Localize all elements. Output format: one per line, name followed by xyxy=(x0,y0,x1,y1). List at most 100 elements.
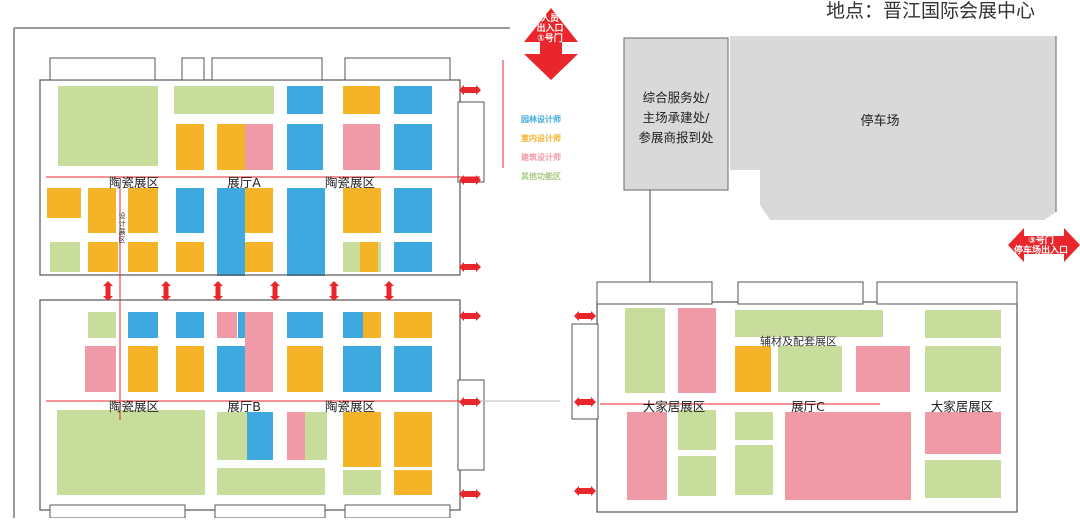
hall-link-arrow-icon xyxy=(329,281,339,301)
hall-c-entrance-block xyxy=(876,281,1018,305)
location-title: 地点：晋江国际会展中心 xyxy=(826,0,1036,22)
hall-c-booth xyxy=(925,346,1001,392)
hall-c-booth xyxy=(735,445,773,495)
hall-a-booth xyxy=(343,188,381,233)
hall-c-booth xyxy=(678,410,716,450)
hall-b-booth xyxy=(363,312,381,338)
hall-b-booth xyxy=(217,468,325,495)
hall-b-booth xyxy=(287,312,323,338)
side-entrance-arrow-icon xyxy=(574,311,596,321)
hall-a-booth xyxy=(174,86,274,114)
service-office-line2: 主场承建处/ xyxy=(642,110,710,125)
hall-a-booth xyxy=(245,124,273,170)
hall-a-booth xyxy=(58,86,158,166)
hall-a-booth xyxy=(217,188,245,276)
parking-label: 停车场 xyxy=(860,114,900,129)
hall-b-booth xyxy=(245,312,273,392)
side-entrance-arrow-icon xyxy=(574,486,596,496)
hall-link-arrow-icon xyxy=(213,281,223,301)
hall-b-label: 展厅B xyxy=(227,399,261,414)
service-office-building xyxy=(623,37,729,191)
hall-a-booth xyxy=(128,188,158,233)
gate-3-line1: ③号门 xyxy=(1028,236,1054,246)
hall-b-side-lobby xyxy=(457,379,485,471)
hall-a-entrance-block xyxy=(344,57,451,81)
side-entrance-arrow-icon xyxy=(459,311,481,321)
hall-b-zone-right: 陶瓷展区 xyxy=(324,399,376,414)
hall-c-booth xyxy=(678,308,716,393)
hall-b-booth xyxy=(343,412,381,467)
hall-a-booth xyxy=(394,124,432,170)
side-entrance-arrow-icon xyxy=(459,85,481,95)
hall-a-booth xyxy=(245,242,273,272)
hall-link-arrow-icon xyxy=(161,281,171,301)
hall-c-booth xyxy=(735,310,883,337)
side-entrance-arrow-icon xyxy=(459,175,481,185)
hall-c-booth xyxy=(856,346,910,392)
hall-a-booth xyxy=(176,242,204,272)
hall-a-side-lobby xyxy=(457,101,485,183)
hall-a-booth xyxy=(176,124,204,170)
hall-c-booth xyxy=(735,412,773,440)
legend-interior-designer: 室内设计师 xyxy=(521,134,561,143)
side-entrance-arrow-icon xyxy=(459,489,481,499)
hall-c-booth xyxy=(778,346,842,392)
hall-a-label: 展厅A xyxy=(227,175,261,190)
hall-a-booth xyxy=(287,124,323,170)
gate-1-arrow-icon xyxy=(524,8,578,65)
hall-c-booth xyxy=(735,346,771,392)
hall-b-booth xyxy=(88,312,116,338)
legend-landscape-designer: 园林设计师 xyxy=(521,115,561,124)
hall-a-booth xyxy=(287,86,323,114)
hall-c-booth xyxy=(925,310,1001,338)
parking-lot-area xyxy=(730,36,1056,220)
hall-b-booth xyxy=(394,312,432,338)
hall-a-booth xyxy=(217,124,245,170)
hall-a-booth xyxy=(343,86,380,114)
hall-a-booth xyxy=(88,188,116,233)
hall-b-booth xyxy=(394,470,432,495)
hall-b-entrance-block xyxy=(344,504,451,519)
hall-a-booth xyxy=(394,242,432,272)
hall-c-entrance-block xyxy=(596,281,713,305)
hall-c-booth xyxy=(627,412,667,500)
hall-a-booth xyxy=(88,242,118,272)
hall-b-booth xyxy=(128,312,158,338)
hall-a-booth xyxy=(394,188,432,233)
hall-b-booth xyxy=(287,412,305,460)
hall-c-zone-left: 大家居展区 xyxy=(642,399,706,414)
hall-a-entrance-block xyxy=(211,57,323,81)
service-office-line3: 参展商报到处 xyxy=(638,130,714,145)
side-entrance-arrow-icon xyxy=(574,397,596,407)
hall-a-booth xyxy=(360,242,378,272)
hall-link-arrow-icon xyxy=(270,281,280,301)
hall-b-booth xyxy=(343,470,381,495)
hall-b-booth xyxy=(287,346,323,392)
gate-1-arrow-icon xyxy=(524,54,578,80)
hall-c-booth xyxy=(785,412,911,500)
gate-1-line3: ①号门 xyxy=(537,34,563,44)
hall-a-booth xyxy=(287,188,325,276)
hall-b-booth xyxy=(176,346,204,392)
hall-b-booth xyxy=(343,312,363,338)
hall-a-zone-right: 陶瓷展区 xyxy=(324,175,376,190)
hall-a-entrance-block xyxy=(49,57,156,81)
side-entrance-arrow-icon xyxy=(459,397,481,407)
gate-3-arrow-icon xyxy=(1008,228,1080,262)
hall-a-booth xyxy=(47,188,81,218)
hall-c-booth xyxy=(925,460,1001,498)
hall-b-entrance-block xyxy=(214,504,326,519)
hall-c-zone-top: 辅材及配套展区 xyxy=(760,335,837,348)
gate-1-line1: 人员 xyxy=(540,14,559,24)
legend-architect: 建筑设计师 xyxy=(521,153,561,162)
hall-c-booth xyxy=(925,412,1001,454)
hall-b-booth xyxy=(128,346,158,392)
service-office-line1: 综合服务处/ xyxy=(642,90,710,105)
hall-a-zone-left: 陶瓷展区 xyxy=(108,175,160,190)
gate-3-label: ③号门 停车场出入口 xyxy=(1006,236,1076,256)
hall-a-booth xyxy=(50,242,80,272)
hall-a-booth xyxy=(245,188,273,233)
legend-other-functions: 其他功能区 xyxy=(521,172,561,181)
gate-1-label: 人员 出入口 ①号门 xyxy=(536,14,564,44)
